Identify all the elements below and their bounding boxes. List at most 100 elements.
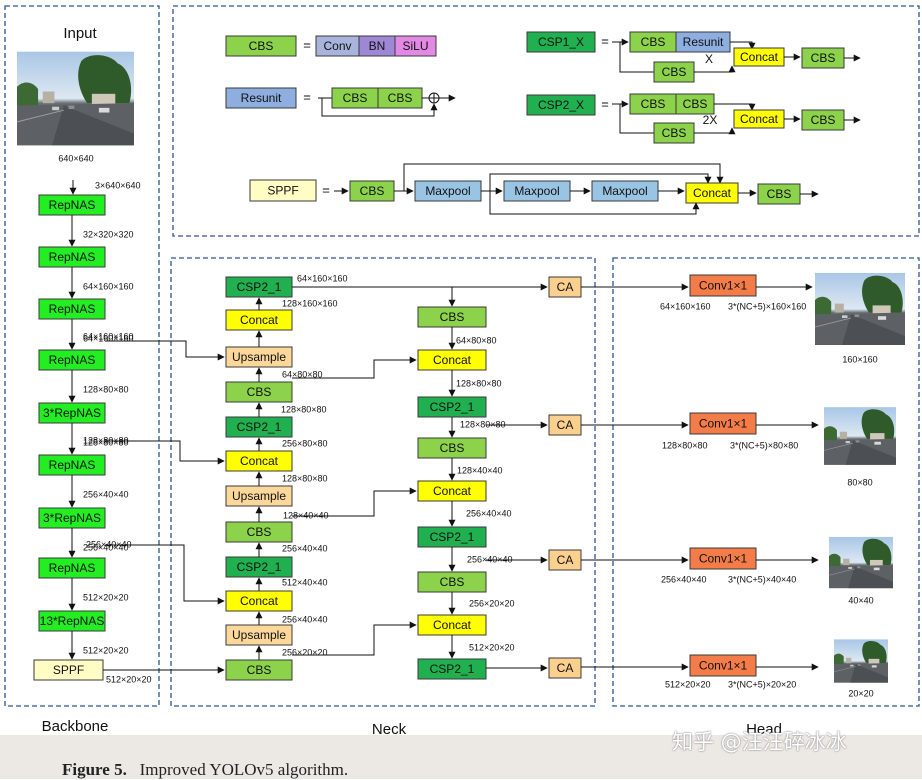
neck-dim-64-160-top: 64×160×160 [297, 273, 348, 283]
csp1-resunit-label: Resunit [683, 35, 724, 49]
backbone-repnas13-9: 13*RepNAS [38, 610, 106, 632]
bb-dim-7: 256×40×40 [83, 542, 129, 552]
bb-dim-3: 64×160×160 [83, 333, 134, 343]
sppf-cbs-b: CBS [757, 183, 801, 205]
head-conv1x1-3-rect [689, 547, 757, 570]
neck-cbs-1: CBS [225, 381, 293, 403]
neck-r-dim-128-80: 128×80×80 [456, 378, 502, 388]
input-title: Input [63, 25, 97, 42]
lat-dim-128-80: 128×80×80 [83, 435, 129, 445]
csp2-branch [619, 104, 654, 134]
neck-r-cbs-2: CBS [417, 437, 487, 459]
legend-sppf-label: SPPF [267, 184, 298, 198]
input-size-label: 640×640 [58, 153, 93, 163]
neck-dim-64-80-cross: 64×80×80 [282, 369, 323, 379]
neck-csp21-3-label: CSP2_1 [237, 560, 282, 574]
ca-block-3: CA [548, 549, 582, 571]
neck-cbs-2: CBS [225, 521, 293, 543]
ca-block-4-rect [548, 657, 582, 679]
neck-r-csp21-1-label: CSP2_1 [430, 400, 475, 414]
head-output-image-3 [829, 536, 893, 589]
legend-frame [172, 5, 920, 237]
input-image [17, 51, 134, 146]
legend-eq-5: = [322, 182, 330, 197]
bb-dim-5: 128×80×80 [83, 437, 129, 447]
csp2-cbs-c-label: CBS [662, 126, 687, 140]
neck-r-cbs-2-label: CBS [440, 441, 465, 455]
head-title: Head [746, 721, 782, 738]
csp1-cbs-b-label: CBS [662, 65, 687, 79]
legend-csp2x: CSP2_X [526, 94, 596, 116]
backbone-repnas-4-label: RepNAS [49, 353, 96, 367]
legend-silu: SiLU [394, 35, 437, 57]
neck-r-dim-512-20: 512×20×20 [469, 642, 515, 652]
head-in-dim-3: 256×40×40 [661, 574, 707, 584]
head-output-size-4: 20×20 [848, 688, 873, 698]
backbone-repnas-2: RepNAS [38, 246, 106, 268]
csp1-concat: Concat [733, 47, 785, 67]
head-output-image-1 [815, 272, 905, 346]
legend-resunit-rect [225, 87, 297, 109]
bb-dim-9: 512×20×20 [83, 645, 129, 655]
csp2-concat: Concat [733, 109, 785, 129]
neck-r-concat-1: Concat [417, 349, 487, 371]
neck-dim-128-80-b: 128×80×80 [282, 473, 328, 483]
neck-r-csp21-3: CSP2_1 [417, 658, 487, 680]
neck-concat-1-label: Concat [240, 313, 279, 327]
legend-cbs: CBS [225, 35, 297, 57]
sppf-cbs-a-label: CBS [360, 184, 385, 198]
neck-csp21-top: CSP2_1 [225, 276, 293, 298]
bb-dim-2: 64×160×160 [83, 281, 134, 291]
backbone-repnas-6: RepNAS [38, 454, 106, 476]
ca-block-1-label: CA [557, 280, 574, 294]
lat-dim-64-160: 64×160×160 [83, 331, 134, 341]
head-in-dim-4: 512×20×20 [665, 679, 711, 689]
head-in-dim-2: 128×80×80 [662, 440, 708, 450]
neck-r-cbs-3: CBS [417, 571, 487, 593]
lat-256-40 [105, 544, 225, 605]
csp1-cbs-c-label: CBS [811, 51, 836, 65]
backbone-sppf-label: SPPF [53, 663, 84, 677]
neck-csp21-3: CSP2_1 [225, 556, 293, 578]
sppf-maxpool-3: Maxpool [591, 180, 659, 202]
neck-upsample-2: Upsample [225, 485, 293, 507]
legend-sppf-rect [249, 179, 317, 202]
backbone-repnas-1-label: RepNAS [49, 198, 96, 212]
backbone-repnas-6-label: RepNAS [49, 458, 96, 472]
sppf-cbs-a: CBS [349, 180, 395, 202]
bb-dim-1: 32×320×320 [83, 229, 134, 239]
sppf-maxpool-2: Maxpool [503, 180, 571, 202]
legend-sppf: SPPF [249, 179, 317, 202]
sppf-cbs-b-label: CBS [767, 187, 792, 201]
legend-csp1x: CSP1_X [526, 31, 596, 53]
neck-r-concat-2-label: Concat [433, 484, 472, 498]
head-conv1x1-1-label: Conv1×1 [699, 279, 748, 293]
backbone-repnas-8: RepNAS [38, 557, 106, 579]
neck-r-concat-1-label: Concat [433, 353, 472, 367]
legend-csp1x-label: CSP1_X [538, 35, 584, 49]
sppf-maxpool-3-label: Maxpool [602, 184, 647, 198]
legend-resunit-cbs-2: CBS [377, 87, 423, 109]
neck-dim-256-40-a: 256×40×40 [282, 543, 328, 553]
neck-r-csp21-2: CSP2_1 [417, 526, 487, 548]
head-output-image-4 [834, 639, 888, 683]
neck-title: Neck [372, 721, 407, 738]
head-conv1x1-3: Conv1×1 [689, 547, 757, 570]
legend-silu-label: SiLU [402, 39, 428, 53]
head-conv1x1-3-label: Conv1×1 [699, 552, 748, 566]
legend-csp1x-rect [526, 31, 596, 53]
sppf-skip-1 [403, 163, 724, 191]
head-output-image-2 [824, 406, 896, 466]
watermark-text: 知乎 @汪汪碎冰冰 [672, 730, 847, 754]
csp1-x-label: X [705, 52, 713, 66]
legend-csp2x-label: CSP2_X [538, 98, 584, 112]
neck-dim-128-40-cross: 128×40×40 [283, 510, 329, 520]
neck-csp21-2: CSP2_1 [225, 416, 293, 438]
neck-r-concat-3: Concat [417, 614, 487, 636]
neck-cross-1 [292, 356, 417, 379]
head-conv1x1-2-rect [689, 412, 757, 435]
neck-cbs-2-label: CBS [247, 525, 272, 539]
csp2-bot-to-concat [694, 127, 736, 135]
legend-cbs-rect [225, 35, 297, 57]
